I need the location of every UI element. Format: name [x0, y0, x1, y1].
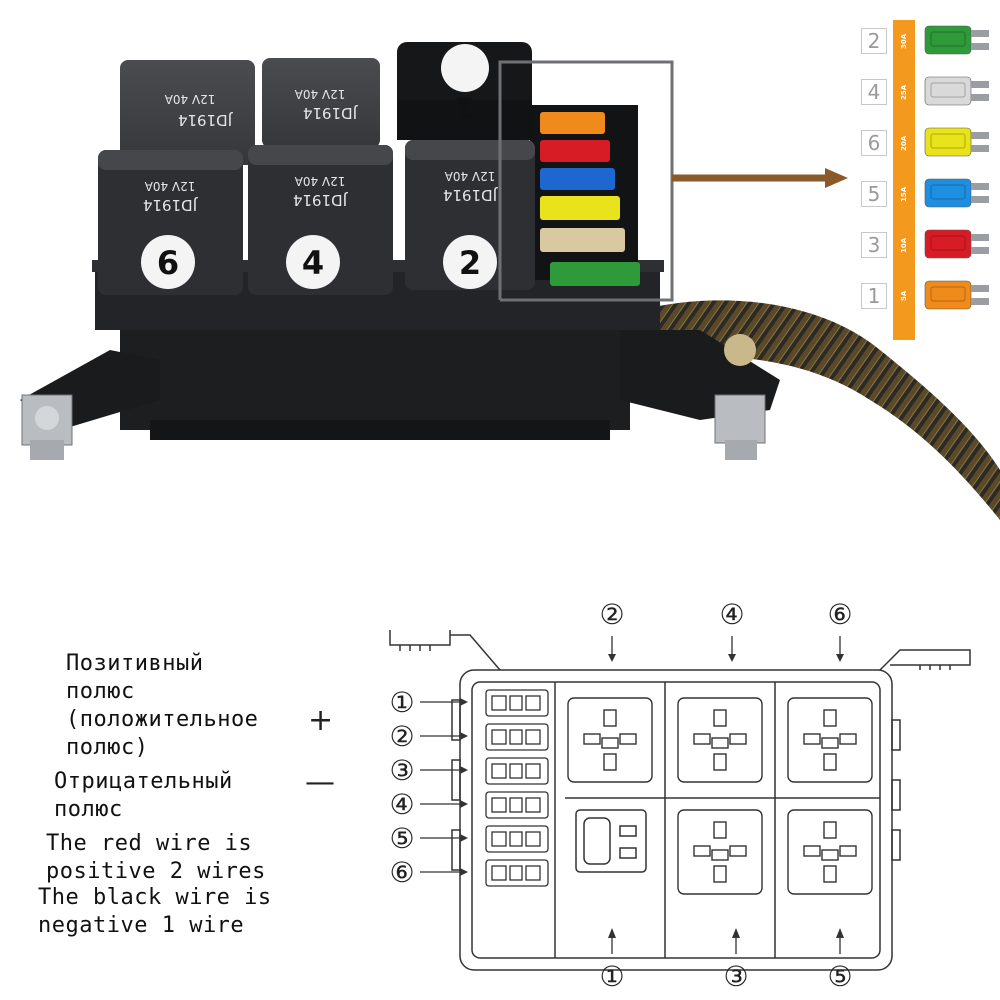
relay-rating: 12V 40A — [164, 92, 216, 106]
relay-top-label: ④ — [719, 598, 744, 631]
arrow-head-icon — [460, 732, 468, 740]
relay-bottom-label: ③ — [723, 960, 748, 993]
relay-socket — [787, 809, 873, 895]
diagram-outline — [459, 669, 893, 971]
callout-line — [498, 60, 848, 302]
product-photo: JD1914 12V 40A JD1914 12V 40A 1 JD1914 1… — [20, 42, 1000, 520]
center-holder — [575, 809, 647, 873]
arrow-head-icon — [836, 654, 844, 662]
fuse-slot — [485, 859, 549, 887]
fuse-slot — [485, 723, 549, 751]
relay-socket — [567, 697, 653, 783]
fuse-cap: 1 — [397, 42, 532, 140]
relay-number: 2 — [459, 244, 481, 282]
negative-line-1: Отрицательный — [54, 769, 233, 794]
fuse-panel-amp: 30A — [900, 33, 908, 49]
mounting-bolt-right — [714, 334, 766, 460]
fuse-panel-amp: 5A — [900, 290, 908, 302]
positive-line-1: Позитивный — [66, 651, 204, 676]
arrow-head-icon — [460, 834, 468, 842]
fuse-panel-number: 4 — [861, 79, 887, 105]
relay-2: JD1914 12V 40A 2 — [405, 140, 535, 290]
fuse-callout-label: ④ — [389, 788, 414, 821]
blade-fuse-icon — [924, 25, 989, 55]
fuse-panel-amp: 25A — [900, 84, 908, 100]
arrow-head-icon — [732, 928, 740, 938]
relay-number: 4 — [302, 244, 324, 282]
relay-model: JD1914 — [443, 186, 498, 204]
relay-rating: 12V 40A — [444, 169, 496, 183]
arrow-head-icon — [728, 654, 736, 662]
fuse-cap-number: 1 — [455, 91, 474, 124]
fuse-callout-label: ① — [389, 686, 414, 719]
fuse-callout-label: ③ — [389, 754, 414, 787]
blade-fuse-icon — [924, 178, 989, 208]
relay-bottom-label: ① — [599, 960, 624, 993]
blade-fuses — [530, 105, 640, 286]
relay-top-label: ⑥ — [827, 598, 852, 631]
fuse-panel-number: 3 — [861, 232, 887, 258]
fuse-slot — [485, 689, 549, 717]
relay-bottom-label: ⑤ — [827, 960, 852, 993]
arrow-head-icon — [460, 698, 468, 706]
fuse-callout-label: ② — [389, 720, 414, 753]
fuse-panel-amp: 10A — [900, 237, 908, 253]
black-wire-line-1: The black wire is — [38, 885, 272, 910]
relay-socket — [677, 697, 763, 783]
minus-sign: — — [305, 765, 335, 800]
fuse-slots — [485, 689, 549, 887]
blade-fuse-icon — [924, 280, 989, 310]
fuse-amp-strip — [893, 20, 915, 340]
arrow-head-icon — [836, 928, 844, 938]
relay-model: JD1914 — [293, 191, 348, 209]
fuse-panel-number: 5 — [861, 181, 887, 207]
positive-line-3: (положительное — [66, 707, 259, 732]
fuse-slot — [485, 757, 549, 785]
positive-line-4: полюс) — [66, 735, 149, 760]
arrow-head-icon — [460, 868, 468, 876]
fuse-panel-number: 1 — [861, 283, 887, 309]
relay-model: JD1914 — [143, 196, 198, 214]
relay-sockets — [567, 697, 873, 895]
relay-rating: 12V 40A — [294, 87, 346, 101]
fuse-callout-label: ⑤ — [389, 822, 414, 855]
fuse-panel-number: 6 — [861, 130, 887, 156]
positive-line-2: полюс — [66, 679, 135, 704]
relay-back-left: JD1914 12V 40A — [120, 60, 255, 165]
relay-6: JD1914 12V 40A 6 — [98, 150, 243, 295]
plus-sign: + — [308, 703, 334, 738]
relay-rating: 12V 40A — [294, 174, 346, 188]
relay-number: 6 — [157, 244, 179, 282]
fuse-panel-number: 2 — [861, 28, 887, 54]
red-wire-line-2: positive 2 wires — [46, 859, 266, 884]
relay-socket — [787, 697, 873, 783]
relay-model: JD1914 — [303, 104, 358, 122]
red-wire-line-1: The red wire is — [46, 831, 253, 856]
fuse-panel-amp: 15A — [900, 186, 908, 202]
arrow-head-icon — [460, 800, 468, 808]
wiring-legend: Позитивный полюс (положительное полюс) +… — [0, 640, 360, 960]
relay-top-label: ② — [599, 598, 624, 631]
blade-fuse-icon — [924, 76, 989, 106]
negative-line-2: полюс — [54, 797, 123, 822]
black-wire-line-2: negative 1 wire — [38, 913, 245, 938]
blade-fuse-icon — [924, 229, 989, 259]
blade-fuse-icon — [924, 127, 989, 157]
fuse-callout-label: ⑥ — [389, 856, 414, 889]
mounting-bolt-left — [21, 394, 73, 460]
relay-rating: 12V 40A — [144, 179, 196, 193]
relay-model: JD1914 — [178, 111, 233, 129]
relay-socket — [677, 809, 763, 895]
fuse-slot — [485, 791, 549, 819]
fuse-panel-amp: 20A — [900, 135, 908, 151]
relay-4: JD1914 12V 40A 4 — [248, 145, 393, 295]
arrow-head-icon — [608, 654, 616, 662]
fuse-slot — [485, 825, 549, 853]
relay-back-middle: JD1914 12V 40A — [262, 58, 380, 148]
arrow-head-icon — [608, 928, 616, 938]
arrow-head-icon — [460, 766, 468, 774]
